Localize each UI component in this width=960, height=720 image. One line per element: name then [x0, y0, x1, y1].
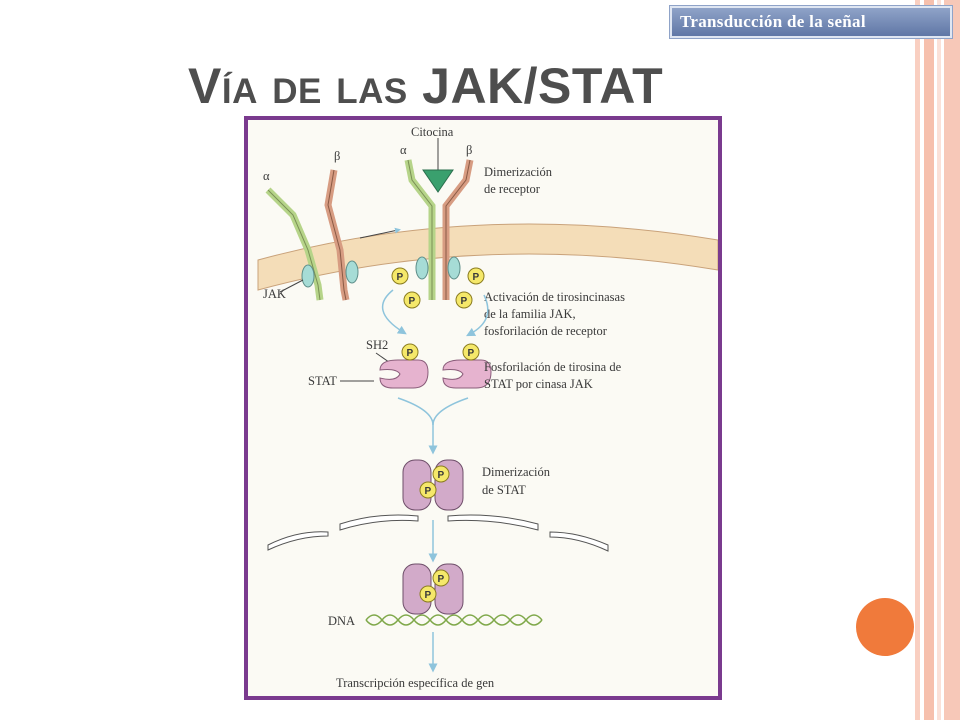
stat-dimer: P P	[402, 459, 464, 511]
svg-text:P: P	[407, 348, 414, 359]
label-fosforilacion-2: STAT por cinasa JAK	[484, 377, 593, 391]
nuclear-membrane	[267, 514, 609, 552]
label-activacion-3: fosforilación de receptor	[484, 324, 608, 338]
svg-text:P: P	[438, 574, 445, 585]
stat-monomer-left	[379, 359, 429, 389]
jak-stat-diagram: α β JAK Citocina α β Dimerización de rec…	[257, 125, 718, 690]
membrane-arrow	[359, 227, 401, 239]
label-activacion-2: de la familia JAK,	[484, 307, 576, 321]
jak-left-1	[301, 264, 315, 288]
label-jak: JAK	[263, 287, 286, 301]
stat-monomer-right	[442, 359, 492, 389]
label-fosforilacion-1: Fosforilación de tirosina de	[484, 360, 622, 374]
svg-text:P: P	[473, 272, 480, 283]
jak-right-1	[415, 256, 429, 280]
label-beta-left: β	[334, 149, 340, 163]
jak-left-2	[345, 260, 359, 284]
label-dimer-stat-2: de STAT	[482, 483, 526, 497]
decorative-circle	[856, 598, 914, 656]
cytokine	[422, 169, 454, 193]
label-dimer-stat-1: Dimerización	[482, 465, 551, 479]
arrow-left-stat	[381, 289, 407, 335]
label-transcripcion: Transcripción específica de gen	[336, 676, 495, 690]
label-dimer-receptor-2: de receptor	[484, 182, 541, 196]
label-sh2: SH2	[366, 338, 388, 352]
stat-dimer-nuclear: P P	[402, 563, 464, 615]
svg-text:P: P	[468, 348, 475, 359]
side-stripes	[915, 0, 960, 720]
jak-right-2	[447, 256, 461, 280]
receptor-phosphates: P P P P	[391, 267, 485, 309]
arrow-right-stat	[466, 294, 489, 337]
label-stat: STAT	[308, 374, 337, 388]
label-dimer-receptor-1: Dimerización	[484, 165, 553, 179]
svg-text:P: P	[409, 296, 416, 307]
slide-title: Vía de las JAK/STAT	[188, 58, 664, 114]
label-beta-right: β	[466, 143, 472, 157]
svg-text:P: P	[438, 470, 445, 481]
label-activacion-1: Activación de tirosincinasas	[484, 290, 625, 304]
svg-text:P: P	[461, 296, 468, 307]
svg-text:P: P	[425, 590, 432, 601]
svg-text:P: P	[397, 272, 404, 283]
dna-strand-1	[365, 614, 543, 626]
label-citocina: Citocina	[411, 125, 454, 139]
cell-membrane	[257, 223, 718, 291]
label-dna: DNA	[328, 614, 355, 628]
svg-text:P: P	[425, 486, 432, 497]
label-alpha-left: α	[263, 169, 270, 183]
section-badge: Transducción de la señal	[670, 6, 952, 38]
dna-strand-2	[365, 614, 543, 626]
pathway-figure: α β JAK Citocina α β Dimerización de rec…	[244, 116, 722, 700]
label-alpha-right: α	[400, 143, 407, 157]
